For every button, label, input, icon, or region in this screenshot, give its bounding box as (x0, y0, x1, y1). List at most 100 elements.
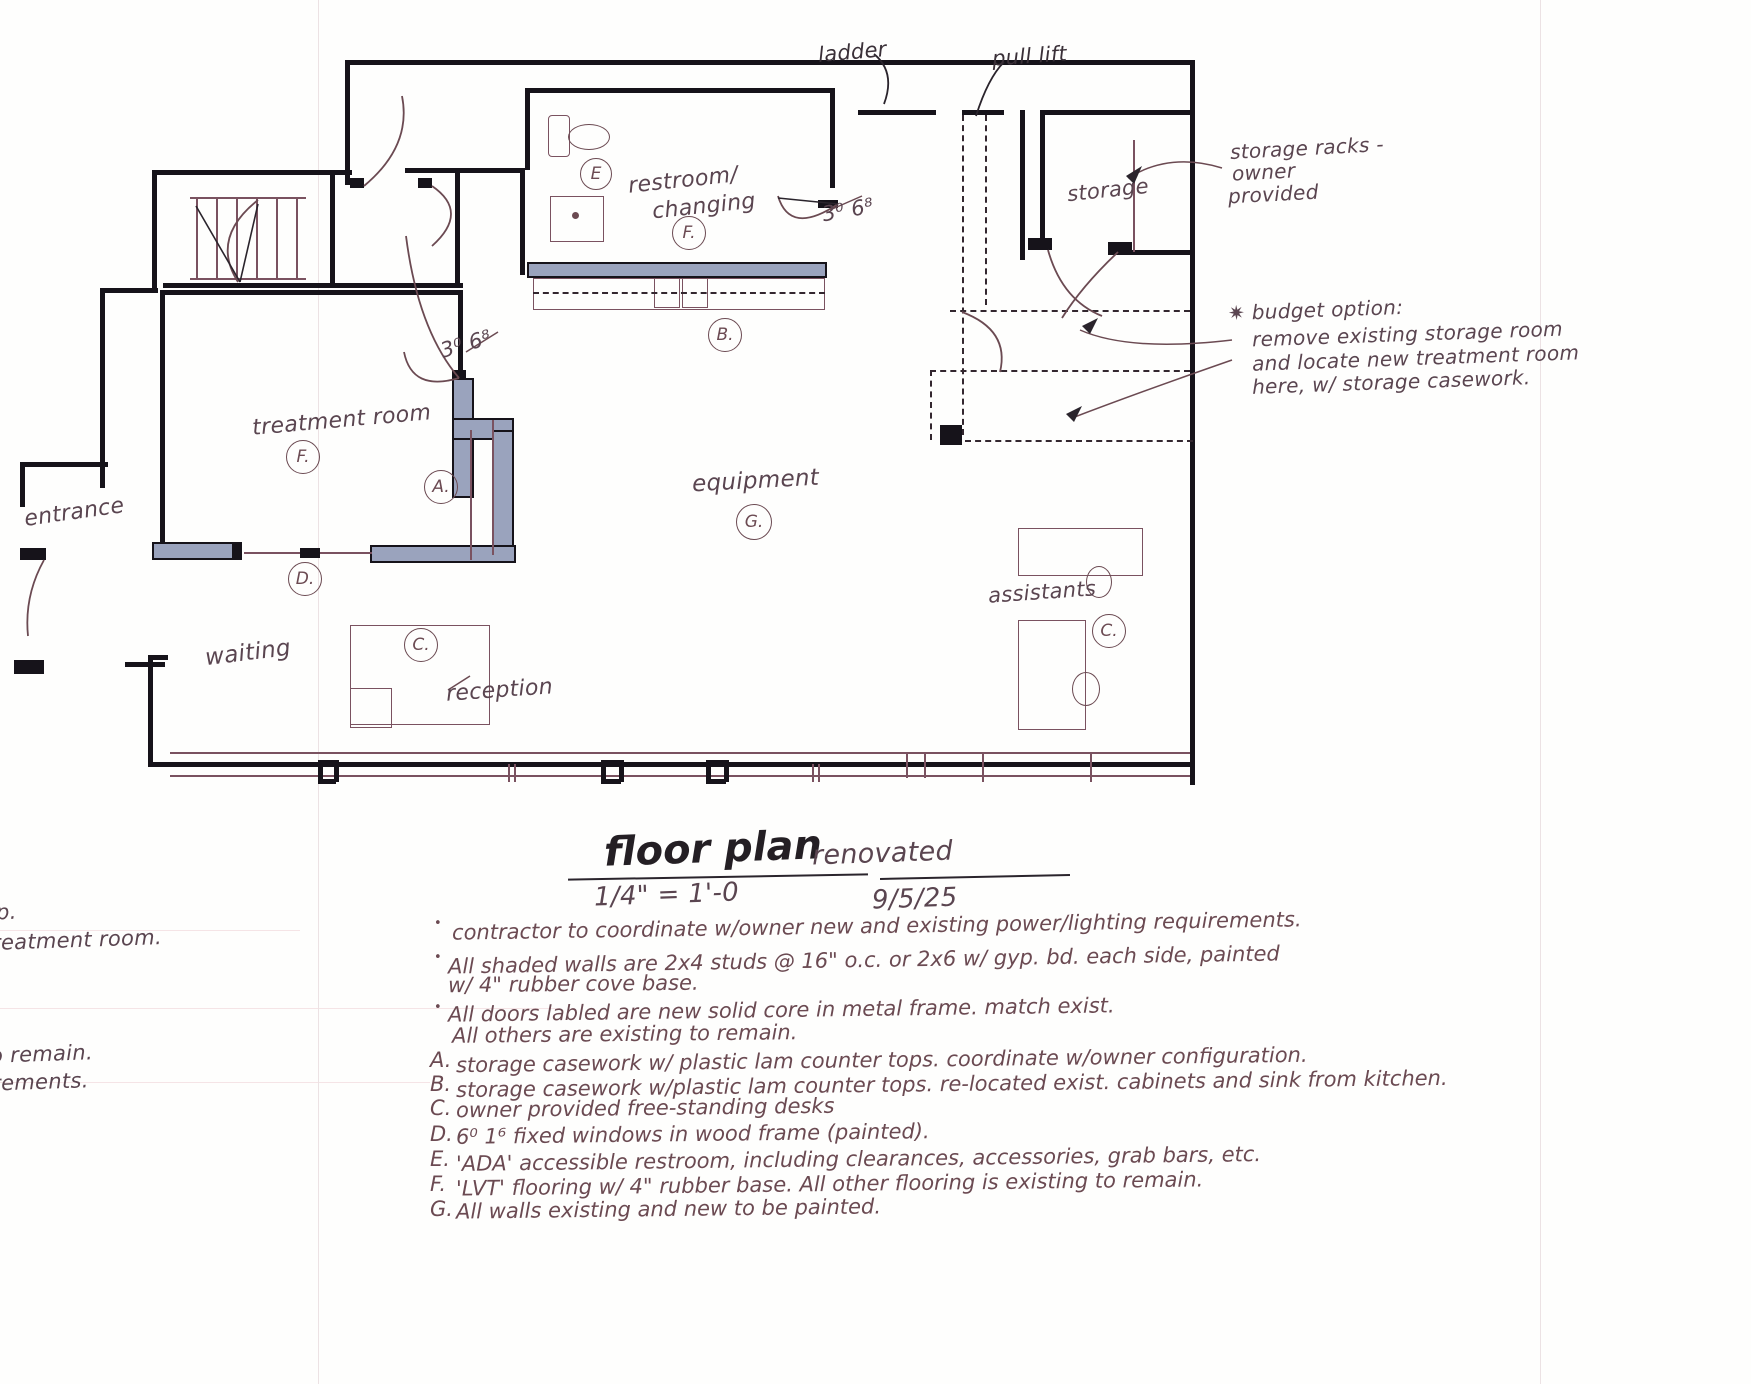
window-mullion (334, 760, 339, 782)
window-wall-outer (170, 752, 1190, 754)
wall-restroom-left (520, 170, 525, 275)
wall-upper-left (152, 170, 352, 175)
window-jamb (514, 764, 516, 782)
wall-exterior-top (345, 60, 1195, 65)
callout-pull-lift: pull lift (991, 41, 1068, 71)
stair-run-top (190, 197, 306, 199)
bullet-marker: • (434, 950, 442, 965)
window-mullion (706, 760, 711, 782)
paper-fold (318, 0, 319, 1384)
wall-waiting-left (148, 655, 153, 767)
note-letter-g: G. (430, 1197, 453, 1221)
door-jamb (940, 425, 962, 445)
margin-fragment-3: o remain. (0, 1040, 94, 1068)
note-letter-e: E. (430, 1147, 450, 1171)
window-jamb (1090, 752, 1092, 782)
marker-e: E (580, 158, 612, 190)
wall-left-upper (152, 170, 157, 290)
assistants-chair-upper (1086, 566, 1112, 598)
new-wall-shaded-bottom (370, 545, 516, 563)
wall-corridor-right (455, 170, 460, 288)
note-text-d: 6⁰ 1⁶ fixed windows in wood frame (paint… (455, 1119, 930, 1149)
wall-upper-corridor-top (405, 168, 525, 173)
window-mullion-cap (706, 760, 726, 765)
marker-f-treatment: F. (286, 440, 320, 474)
window-jamb (812, 764, 814, 782)
note-text-c: owner provided free-standing desks (455, 1093, 835, 1123)
marker-a: A. (424, 470, 458, 504)
wall-entrance-left (20, 462, 25, 507)
note-text-g: All walls existing and new to be painted… (455, 1194, 882, 1224)
paper-rule (0, 1082, 430, 1083)
door-jamb (350, 178, 364, 188)
dashed-wall-horz-mid (930, 370, 1190, 372)
marker-b: B. (708, 318, 742, 352)
paper-rule (0, 930, 300, 931)
window-jamb (818, 764, 820, 782)
wall-restroom-left-upper (525, 90, 530, 170)
marker-f-restroom: F. (672, 216, 706, 250)
wall-treatment-left (160, 290, 165, 552)
wall-left-jog (100, 288, 158, 293)
wall-waiting-top (125, 662, 165, 667)
window-mullion-cap (706, 779, 726, 784)
restroom-sink-bowl (568, 124, 610, 150)
wall-treatment-right-upper (458, 290, 463, 370)
storage-rack-line (1133, 140, 1135, 252)
margin-fragment-4: irements. (0, 1068, 90, 1096)
title-suffix: renovated (811, 835, 954, 872)
new-wall-shaded-entry (152, 542, 242, 560)
dashed-wall-vert-b (930, 370, 932, 440)
window-mullion (724, 760, 729, 782)
window-mullion-cap (601, 760, 621, 765)
stair-tread (256, 197, 258, 279)
door-jamb (300, 548, 320, 558)
window-jamb (924, 752, 926, 778)
paper-rule (0, 1008, 560, 1009)
wall-storage-top (1040, 110, 1192, 115)
dashed-wall-horz-lower (965, 440, 1193, 442)
room-label-entrance: entrance (22, 493, 126, 532)
door-jamb (14, 660, 44, 674)
note-letter-c: C. (430, 1096, 452, 1120)
casework-dashed-line (533, 292, 825, 294)
dimension-door-lower: 3⁰ 6⁸ (437, 325, 495, 363)
wall-stair-right (330, 170, 335, 285)
assistants-desk-lower (1018, 620, 1086, 730)
door-jamb (1028, 238, 1052, 250)
stair-tread (236, 197, 238, 279)
scale-label: 1/4" = 1'-0 (593, 877, 740, 913)
wall-lift-beam (858, 110, 936, 115)
window-jamb (906, 752, 908, 778)
wall-restroom-top (525, 88, 835, 93)
callout-storage-racks-line3: provided (1227, 179, 1320, 209)
window-mullion (601, 760, 606, 782)
paper-fold (1540, 0, 1541, 1384)
new-wall-shaded-counter (527, 262, 827, 278)
wall-storage-inner (1020, 110, 1025, 260)
note-bullet-2-line-2: w/ 4" rubber cove base. (447, 970, 699, 998)
note-letter-a: A. (430, 1048, 452, 1072)
window-jamb (982, 752, 984, 782)
wall-treatment-top (160, 290, 460, 295)
stair-tread (196, 197, 198, 279)
wall-left-mid (100, 288, 105, 488)
window-mullion-cap (318, 779, 336, 784)
assistants-chair-lower (1072, 672, 1100, 706)
budget-option-line1: ✷ budget option: (1227, 294, 1404, 326)
window-jamb (508, 764, 510, 782)
restroom-lavatory (548, 115, 570, 157)
door-jamb (452, 370, 466, 380)
note-letter-d: D. (430, 1122, 453, 1146)
room-label-storage: storage (1065, 173, 1150, 207)
dashed-wall-horz-upper (950, 310, 1190, 312)
window-wall-inner (170, 775, 1190, 777)
marker-c-reception: C. (404, 628, 438, 662)
restroom-fixture-dot (572, 212, 579, 219)
margin-fragment-2: reatment room. (0, 925, 163, 955)
door-jamb (1108, 242, 1132, 254)
room-label-assistants: assistants (987, 576, 1097, 608)
wall-storage-left (1040, 110, 1045, 250)
note-bullet-3-line-2: All others are existing to remain. (451, 1020, 798, 1048)
